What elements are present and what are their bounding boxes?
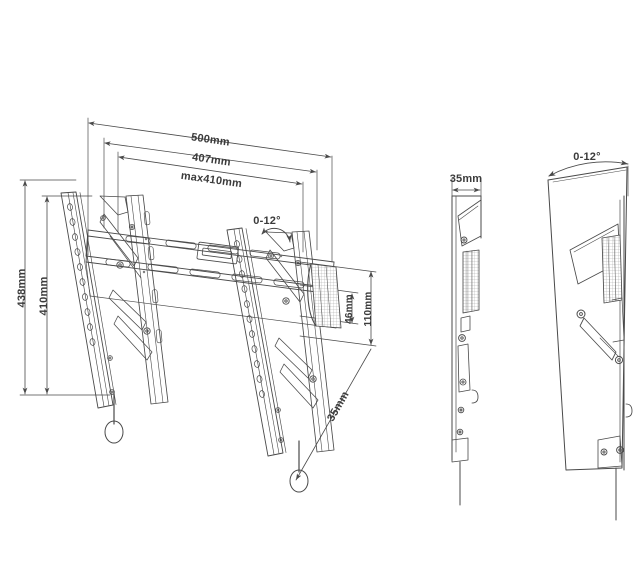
dim-label-35mm-side: 35mm	[450, 173, 483, 185]
cushion-block	[307, 263, 342, 329]
dim-label-407mm: 407mm	[191, 151, 231, 168]
wall-rail	[85, 229, 337, 329]
dim-label-angle-tilted: 0-12°	[573, 151, 600, 163]
dim-label-500mm: 500mm	[190, 131, 230, 148]
extension-lines-left	[19, 179, 111, 396]
left-tv-bracket	[125, 194, 169, 405]
left-vertical-arm	[60, 191, 117, 409]
pull-cord-left	[104, 392, 124, 444]
dim-label-410mm: 410mm	[38, 277, 50, 316]
dimline-35mm-diagonal	[295, 348, 372, 481]
dim-label-110mm: 110mm	[363, 292, 374, 327]
tilt-arc-front	[261, 227, 292, 243]
pull-cord-right	[289, 440, 309, 493]
arm-hole-column-right	[234, 240, 265, 398]
arm-hole-column	[67, 203, 96, 346]
dim-label-46mm: 46mm	[344, 294, 355, 324]
tilted-side-view	[547, 159, 633, 521]
side-profile-view	[451, 177, 482, 506]
arm-bolts-left	[100, 215, 115, 395]
right-tv-bracket	[291, 230, 335, 453]
rail-rivets	[142, 237, 283, 274]
dimline-max410mm	[118, 155, 303, 186]
right-vertical-arm	[226, 227, 287, 457]
dim-label-438mm: 438mm	[16, 269, 28, 308]
left-linkage	[99, 195, 153, 361]
dim-label-max410mm: max410mm	[180, 170, 243, 190]
dim-label-angle-front: 0-12°	[253, 215, 280, 227]
